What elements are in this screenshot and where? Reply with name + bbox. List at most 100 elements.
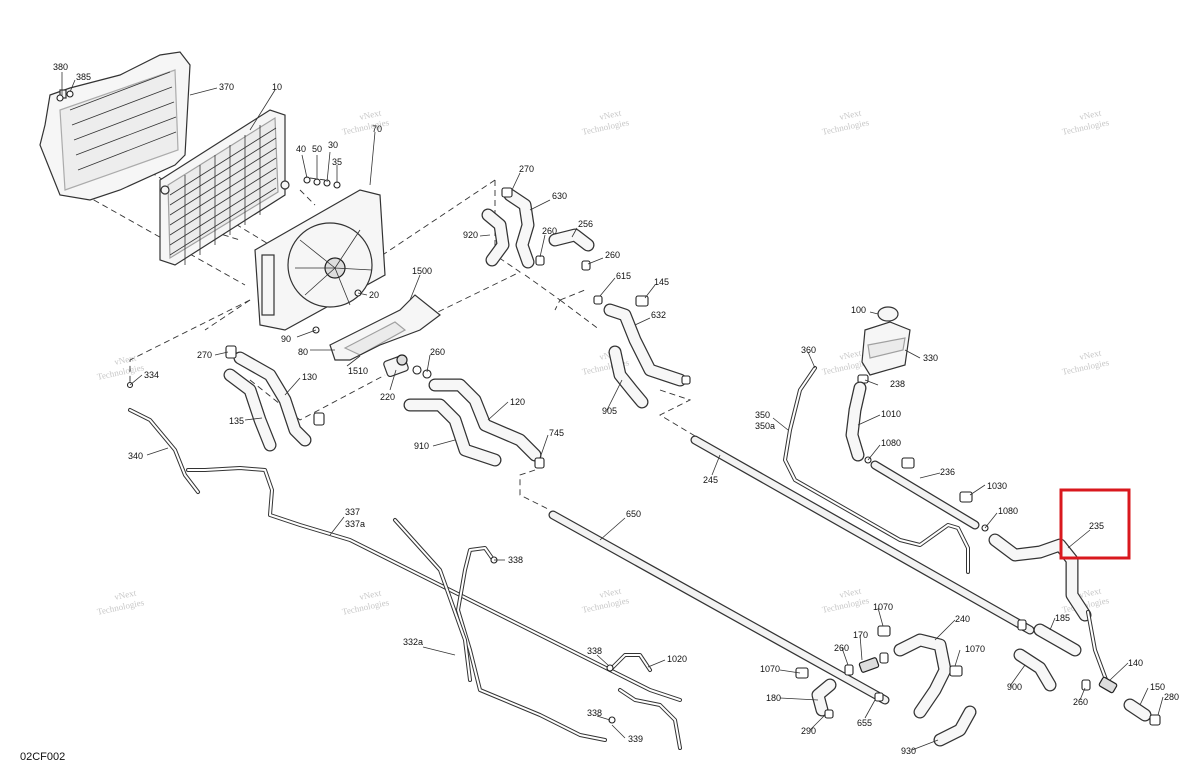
tube-236 (870, 460, 980, 530)
callout-360[interactable]: 360 (801, 345, 816, 355)
callout-332a[interactable]: 332a (403, 637, 423, 647)
callout-905[interactable]: 905 (602, 406, 617, 416)
callout-337a[interactable]: 337a (345, 519, 365, 529)
tube-340 (126, 381, 200, 494)
callout-385[interactable]: 385 (76, 72, 91, 82)
line-1020 (490, 556, 682, 750)
callout-35[interactable]: 35 (332, 157, 342, 167)
callout-1080[interactable]: 1080 (998, 506, 1018, 516)
callout-339[interactable]: 339 (628, 734, 643, 744)
hose-900 (1013, 648, 1057, 692)
callout-380[interactable]: 380 (53, 62, 68, 72)
callout-745[interactable]: 745 (549, 428, 564, 438)
hose-240 (893, 633, 952, 719)
callout-260[interactable]: 260 (834, 643, 849, 653)
callout-337[interactable]: 337 (345, 507, 360, 517)
callout-280[interactable]: 280 (1164, 692, 1179, 702)
callout-130[interactable]: 130 (302, 372, 317, 382)
callout-338[interactable]: 338 (587, 646, 602, 656)
callout-270[interactable]: 270 (197, 350, 212, 360)
callout-256[interactable]: 256 (578, 219, 593, 229)
callout-135[interactable]: 135 (229, 416, 244, 426)
callout-180[interactable]: 180 (766, 693, 781, 703)
callout-330[interactable]: 330 (923, 353, 938, 363)
callout-240[interactable]: 240 (955, 614, 970, 624)
callout-260[interactable]: 260 (542, 226, 557, 236)
callout-245[interactable]: 245 (703, 475, 718, 485)
callout-50[interactable]: 50 (312, 144, 322, 154)
callout-334[interactable]: 334 (144, 370, 159, 380)
hose-632 (603, 303, 687, 387)
hose-905 (608, 345, 649, 409)
tube-245 (690, 435, 1035, 635)
callout-1030[interactable]: 1030 (987, 481, 1007, 491)
fitting-170 (844, 652, 889, 676)
callout-370[interactable]: 370 (219, 82, 234, 92)
callout-338[interactable]: 338 (587, 708, 602, 718)
callout-30[interactable]: 30 (328, 140, 338, 150)
callout-260[interactable]: 260 (430, 347, 445, 357)
callout-170[interactable]: 170 (853, 630, 868, 640)
callout-920[interactable]: 920 (463, 230, 478, 240)
watermark: vNext (358, 587, 382, 601)
callout-235[interactable]: 235 (1089, 521, 1104, 531)
watermark: vNext (838, 347, 862, 361)
callout-70[interactable]: 70 (372, 124, 382, 134)
callout-1010[interactable]: 1010 (881, 409, 901, 419)
bracket-1500 (329, 294, 441, 361)
coolant-reservoir (857, 306, 911, 384)
callout-80[interactable]: 80 (298, 347, 308, 357)
callout-655[interactable]: 655 (857, 718, 872, 728)
callout-1070[interactable]: 1070 (873, 602, 893, 612)
callout-1500[interactable]: 1500 (412, 266, 432, 276)
hose-910 (403, 398, 502, 467)
callout-270[interactable]: 270 (519, 164, 534, 174)
watermark: vNext (598, 107, 622, 121)
callout-1080[interactable]: 1080 (881, 438, 901, 448)
callout-1510[interactable]: 1510 (348, 366, 368, 376)
leader-lines (61, 72, 1164, 751)
line-337 (186, 466, 682, 702)
callout-650[interactable]: 650 (626, 509, 641, 519)
hose-120 (428, 378, 542, 462)
callout-238[interactable]: 238 (890, 379, 905, 389)
callout-145[interactable]: 145 (654, 277, 669, 287)
callout-20[interactable]: 20 (369, 290, 379, 300)
callout-10[interactable]: 10 (272, 82, 282, 92)
callout-220[interactable]: 220 (380, 392, 395, 402)
watermark: vNext (598, 585, 622, 599)
callout-350a[interactable]: 350a (755, 421, 775, 431)
callout-350[interactable]: 350 (755, 410, 770, 420)
callout-185[interactable]: 185 (1055, 613, 1070, 623)
callout-910[interactable]: 910 (414, 441, 429, 451)
callout-labels: 380 385 370 10 70 40 50 30 35 20 90 80 1… (53, 62, 1179, 756)
callout-260[interactable]: 260 (605, 250, 620, 260)
clamp-745 (534, 457, 545, 469)
callout-340[interactable]: 340 (128, 451, 143, 461)
callout-150[interactable]: 150 (1150, 682, 1165, 692)
hose-135 (223, 368, 277, 452)
callout-1020[interactable]: 1020 (667, 654, 687, 664)
line-332a (393, 518, 607, 742)
callout-120[interactable]: 120 (510, 397, 525, 407)
callout-930[interactable]: 930 (901, 746, 916, 756)
callout-632[interactable]: 632 (651, 310, 666, 320)
hose-256 (548, 228, 595, 252)
callout-630[interactable]: 630 (552, 191, 567, 201)
highlight-235[interactable]: 235 (1059, 488, 1131, 560)
callout-140[interactable]: 140 (1128, 658, 1143, 668)
callout-100[interactable]: 100 (851, 305, 866, 315)
callout-90[interactable]: 90 (281, 334, 291, 344)
callout-40[interactable]: 40 (296, 144, 306, 154)
callout-615[interactable]: 615 (616, 271, 631, 281)
callout-338[interactable]: 338 (508, 555, 523, 565)
callout-260[interactable]: 260 (1073, 697, 1088, 707)
callout-900[interactable]: 900 (1007, 682, 1022, 692)
hose-1010 (845, 381, 867, 462)
callout-236[interactable]: 236 (940, 467, 955, 477)
callout-1070[interactable]: 1070 (965, 644, 985, 654)
callout-1070[interactable]: 1070 (760, 664, 780, 674)
watermark: vNext (1078, 347, 1102, 361)
callout-290[interactable]: 290 (801, 726, 816, 736)
